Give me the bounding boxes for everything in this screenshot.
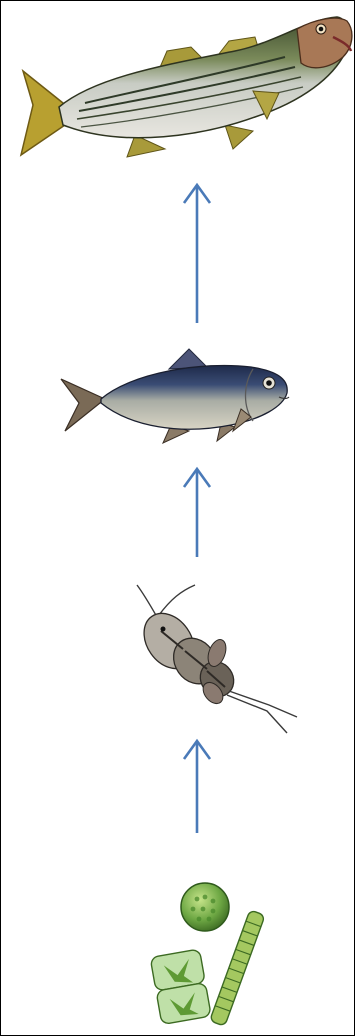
herring-fish-icon xyxy=(21,339,313,457)
arrow-up-icon xyxy=(182,737,212,837)
zooplankton-panel xyxy=(119,563,307,745)
striped-bass-icon xyxy=(15,7,353,163)
herring-panel xyxy=(21,339,313,457)
striped-bass-panel xyxy=(15,7,353,163)
arrow-up-icon xyxy=(182,181,212,327)
arrow-up-icon xyxy=(182,465,212,561)
phytoplankton-panel xyxy=(119,857,307,1031)
phytoplankton-icon xyxy=(119,857,307,1031)
copepod-icon xyxy=(119,563,307,745)
